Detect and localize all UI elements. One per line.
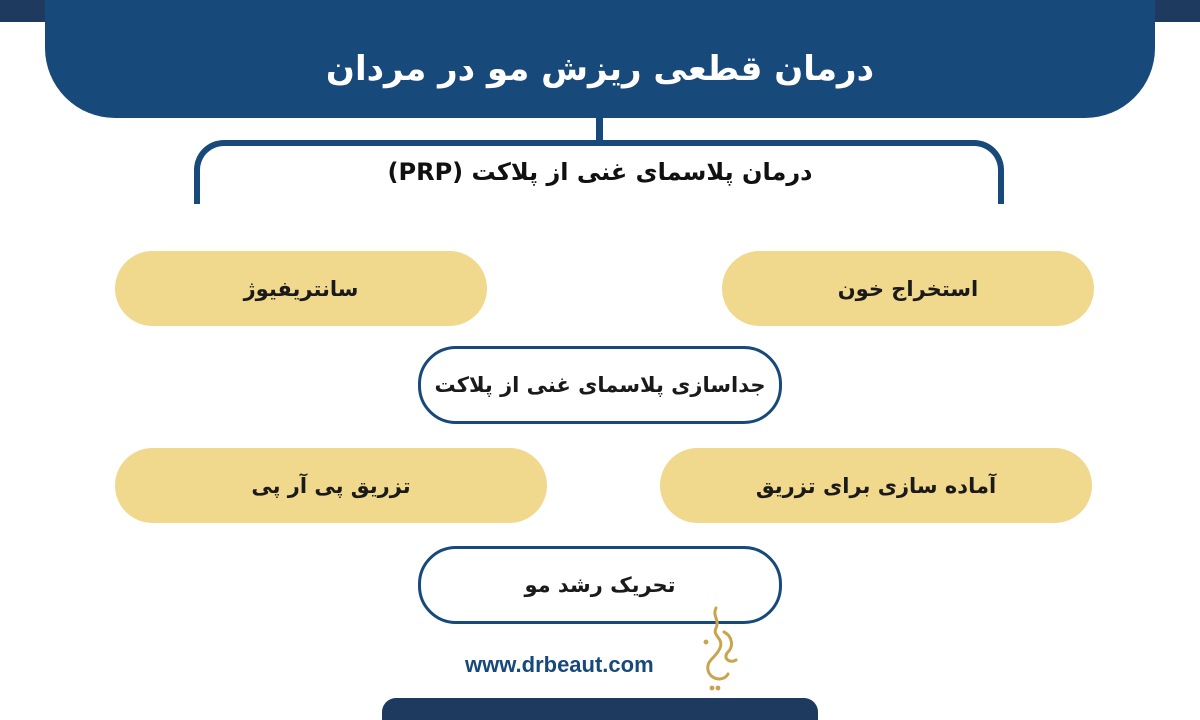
footer-bar	[382, 698, 818, 720]
website-link[interactable]: www.drbeaut.com	[465, 652, 654, 677]
section-subtitle: درمان پلاسمای غنی از پلاکت (PRP)	[387, 158, 813, 186]
step-centrifuge: سانتریفیوژ	[115, 251, 487, 326]
step-stimulation: تحریک رشد مو	[418, 546, 782, 624]
step-preparation: آماده سازی برای تزریق	[660, 448, 1092, 523]
connector-bracket	[194, 140, 1004, 204]
connector-stem	[596, 118, 603, 142]
page-title: درمان قطعی ریزش مو در مردان	[325, 49, 875, 89]
step-injection: تزریق پی آر پی	[115, 448, 547, 523]
brand-logo-icon	[703, 606, 738, 691]
header-banner: درمان قطعی ریزش مو در مردان	[45, 0, 1155, 118]
step-blood-extraction: استخراج خون	[722, 251, 1094, 326]
step-separation: جداسازی پلاسمای غنی از پلاکت	[418, 346, 782, 424]
